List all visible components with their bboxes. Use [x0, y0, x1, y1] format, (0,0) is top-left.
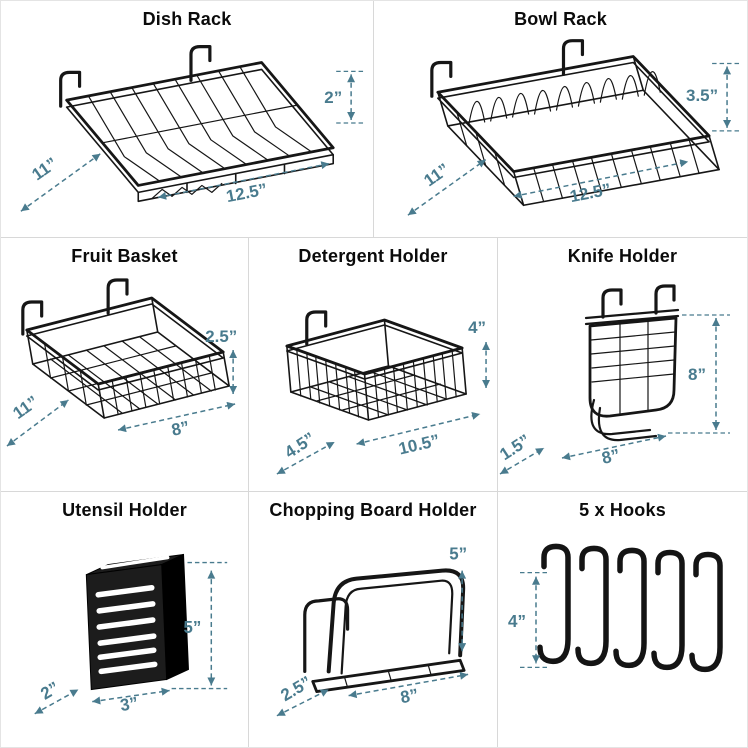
- dish-rack-figure: 2” 11” 12.5”: [20, 45, 367, 212]
- detergent-holder-figure: 4” 4.5” 10.5”: [276, 310, 491, 475]
- panel-bowl-rack: Bowl Rack 3.5”: [374, 1, 747, 238]
- chopping-board-holder-illustration: [303, 568, 466, 693]
- height-dimension-arrow: [668, 314, 730, 434]
- height-dimension-label: 2”: [324, 88, 342, 107]
- width-dimension-arrow: [92, 687, 170, 705]
- depth-dimension-arrow: [20, 153, 101, 212]
- hook-1: [540, 546, 568, 661]
- panel-hooks: 5 x Hooks 4”: [498, 492, 747, 747]
- width-dimension-label: 3”: [119, 693, 140, 715]
- panel-fruit-basket: Fruit Basket 2.5” 11” 8”: [1, 238, 249, 492]
- width-dimension-label: 8”: [170, 417, 191, 439]
- height-dimension-label: 5”: [184, 618, 202, 637]
- hook-4: [654, 552, 682, 667]
- bowl-rack-illustration: [430, 39, 720, 207]
- panel-title: 5 x Hooks: [579, 500, 666, 520]
- chopping-board-holder-figure: 5” 2.5” 8”: [276, 544, 469, 717]
- utensil-holder-illustration: [85, 553, 189, 691]
- hooks-figure: 4”: [508, 492, 747, 747]
- height-dimension-label: 4”: [468, 318, 486, 337]
- panel-title: Fruit Basket: [71, 246, 178, 266]
- panel-title: Bowl Rack: [514, 9, 607, 29]
- depth-dimension-label: 11”: [9, 392, 41, 423]
- panel-title: Knife Holder: [567, 246, 678, 266]
- width-dimension-arrow: [513, 159, 689, 199]
- utensil-holder-figure: 5” 2” 3”: [34, 553, 228, 715]
- panel-title: Chopping Board Holder: [269, 500, 477, 520]
- height-dimension-arrow: [171, 561, 228, 690]
- height-dimension-label: 5”: [449, 544, 467, 563]
- row-3: Utensil Holder 5” 2” 3”: [1, 492, 747, 747]
- panel-title: Detergent Holder: [298, 246, 448, 266]
- width-dimension-arrow: [117, 401, 236, 433]
- hooks-illustration: [540, 546, 720, 669]
- panel-utensil-holder: Utensil Holder 5” 2” 3”: [1, 492, 249, 747]
- hook-3: [616, 550, 644, 665]
- panel-title: Utensil Holder: [62, 500, 187, 520]
- height-dimension-label: 8”: [688, 365, 706, 384]
- panel-chopping-board-holder: Chopping Board Holder 5” 2.5” 8”: [249, 492, 498, 747]
- width-dimension-arrow: [356, 411, 481, 447]
- depth-dimension-label: 11”: [420, 160, 453, 191]
- width-dimension-arrow: [561, 433, 667, 461]
- height-dimension-label: 4”: [508, 612, 526, 631]
- depth-dimension-label: 1.5”: [498, 431, 534, 464]
- depth-dimension-label: 11”: [28, 154, 60, 185]
- panel-knife-holder: Knife Holder 8” 1.5” 8”: [498, 238, 747, 492]
- hook-5: [692, 554, 720, 669]
- panel-dish-rack: Dish Rack 2”: [1, 1, 374, 238]
- depth-dimension-label: 4.5”: [281, 429, 318, 462]
- depth-dimension-arrow: [407, 159, 487, 216]
- fruit-basket-illustration: [21, 278, 230, 419]
- panel-detergent-holder: Detergent Holder 4” 4.5” 10.5”: [249, 238, 498, 492]
- depth-dimension-arrow: [276, 441, 336, 475]
- knife-holder-illustration: [584, 284, 680, 442]
- fruit-basket-figure: 2.5” 11” 8”: [6, 278, 237, 447]
- width-dimension-label: 8”: [399, 685, 420, 707]
- height-dimension-label: 3.5”: [686, 86, 718, 105]
- bowl-rack-figure: 3.5” 11” 12.5”: [407, 39, 743, 216]
- row-2: Fruit Basket 2.5” 11” 8”: [1, 238, 747, 492]
- height-dimension-arrow: [336, 70, 367, 124]
- width-dimension-label: 10.5”: [397, 431, 442, 459]
- dish-rack-illustration: [59, 45, 335, 203]
- height-dimension-arrow: [712, 62, 743, 132]
- width-dimension-arrow: [348, 671, 469, 699]
- width-dimension-label: 8”: [600, 445, 622, 468]
- depth-dimension-arrow: [6, 399, 69, 447]
- row-1: Dish Rack 2”: [1, 1, 747, 238]
- depth-dimension-arrow: [499, 447, 545, 475]
- height-dimension-arrow: [520, 571, 550, 669]
- knife-holder-figure: 8” 1.5” 8”: [498, 284, 730, 475]
- panel-title: Dish Rack: [142, 9, 232, 29]
- hook-2: [578, 548, 606, 663]
- height-dimension-label: 2.5”: [205, 327, 237, 346]
- detergent-holder-illustration: [285, 310, 467, 421]
- depth-dimension-arrow: [276, 688, 330, 717]
- width-dimension-arrow: [158, 161, 330, 200]
